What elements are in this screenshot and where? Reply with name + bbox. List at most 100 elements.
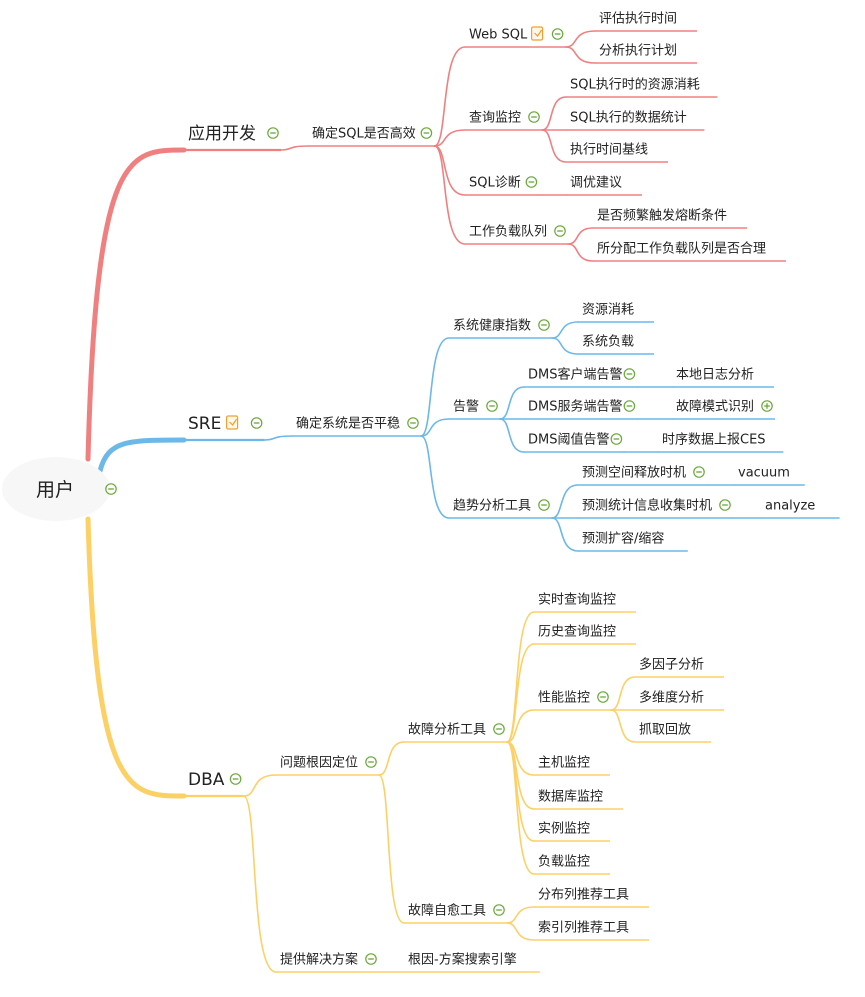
node-label: 历史查询监控 — [538, 625, 616, 640]
collapse-toggle[interactable] — [719, 499, 731, 511]
topic-node[interactable]: 分布列推荐工具 — [538, 888, 629, 903]
node-label: analyze — [765, 499, 815, 514]
topic-node[interactable]: vacuum — [738, 466, 790, 481]
root-collapse-toggle[interactable] — [105, 483, 117, 495]
collapse-toggle[interactable] — [623, 400, 636, 412]
node-label: 故障自愈工具 — [408, 904, 486, 919]
collapse-toggle[interactable] — [554, 225, 566, 237]
topic-node[interactable]: 故障自愈工具 — [408, 904, 486, 919]
topic-node[interactable]: 确定SQL是否高效 — [312, 126, 416, 142]
collapse-toggle[interactable] — [693, 466, 705, 478]
topic-node[interactable]: 预测统计信息收集时机 — [582, 498, 712, 514]
connector-line — [280, 145, 309, 151]
topic-node[interactable]: 工作负载队列 — [469, 225, 547, 240]
topic-node[interactable]: 本地日志分析 — [676, 368, 754, 383]
node-label: 故障模式识别 — [676, 400, 754, 415]
topic-node[interactable]: 故障模式识别 — [676, 400, 754, 415]
topic-node[interactable]: 系统健康指数 — [453, 318, 531, 334]
collapse-toggle[interactable] — [407, 417, 419, 429]
node-label: Web SQL — [469, 28, 528, 43]
collapse-toggle[interactable] — [528, 111, 540, 123]
topic-node[interactable]: DMS客户端告警 — [528, 367, 622, 383]
note-icon[interactable] — [226, 415, 239, 430]
collapse-toggle[interactable] — [267, 127, 279, 139]
topic-node[interactable]: DMS阈值告警 — [528, 432, 609, 448]
topic-node[interactable]: 实时查询监控 — [538, 593, 616, 608]
connector-line — [564, 30, 596, 48]
node-label: 确定SQL是否高效 — [312, 126, 416, 142]
topic-node[interactable]: 调优建议 — [570, 176, 622, 191]
collapse-toggle[interactable] — [250, 417, 263, 429]
topic-node[interactable]: 抓取回放 — [639, 723, 691, 738]
topic-node[interactable]: 提供解决方案 — [280, 952, 358, 968]
collapse-toggle[interactable] — [229, 773, 242, 785]
collapse-toggle[interactable] — [597, 691, 609, 703]
node-label: 查询监控 — [469, 111, 521, 126]
node-label: 资源消耗 — [582, 303, 634, 318]
topic-node[interactable]: 负载监控 — [538, 855, 590, 870]
topic-node[interactable]: 故障分析工具 — [408, 723, 486, 738]
topic-node[interactable]: 是否频繁触发熔断条件 — [597, 208, 727, 224]
topic-node[interactable]: SQL诊断 — [469, 176, 521, 191]
node-label: 系统健康指数 — [453, 318, 531, 334]
node-label: 告警 — [453, 399, 479, 415]
branch-node[interactable]: DBA — [188, 770, 225, 790]
branch-node[interactable]: SRE — [188, 414, 221, 434]
node-label: DMS阈值告警 — [528, 432, 609, 448]
expand-toggle[interactable] — [761, 400, 773, 412]
collapse-toggle[interactable] — [623, 368, 636, 380]
node-label: DBA — [188, 770, 225, 790]
collapse-toggle[interactable] — [493, 723, 505, 735]
topic-node[interactable]: analyze — [765, 499, 815, 514]
topic-node[interactable]: 分析执行计划 — [599, 44, 677, 59]
node-label: 分析执行计划 — [599, 44, 677, 59]
topic-node[interactable]: 预测扩容/缩容 — [582, 531, 664, 547]
topic-node[interactable]: 所分配工作负载队列是否合理 — [597, 242, 766, 257]
topic-node[interactable]: SQL执行的数据统计 — [570, 110, 687, 126]
root-node[interactable]: 用户 — [2, 457, 110, 521]
topic-node[interactable]: SQL执行时的资源消耗 — [570, 77, 700, 93]
collapse-toggle[interactable] — [420, 127, 433, 139]
topic-node[interactable]: 告警 — [453, 399, 479, 415]
collapse-toggle[interactable] — [486, 400, 498, 412]
note-icon[interactable] — [530, 26, 544, 41]
topic-node[interactable]: 确定系统是否平稳 — [296, 416, 400, 432]
node-label: 评估执行时间 — [599, 12, 677, 27]
topic-node[interactable]: 评估执行时间 — [599, 12, 677, 27]
topic-node[interactable]: 根因-方案搜索引擎 — [408, 952, 517, 968]
topic-node[interactable]: 时序数据上报CES — [662, 433, 766, 448]
collapse-toggle[interactable] — [493, 904, 505, 916]
topic-node[interactable]: DMS服务端告警 — [528, 399, 622, 415]
topic-node[interactable]: 历史查询监控 — [538, 625, 616, 640]
collapse-toggle[interactable] — [538, 499, 550, 511]
collapse-toggle[interactable] — [525, 176, 538, 188]
node-label: SQL执行时的资源消耗 — [570, 77, 700, 93]
topic-node[interactable]: 查询监控 — [469, 111, 521, 126]
collapse-toggle[interactable] — [538, 319, 550, 331]
topic-node[interactable]: 实例监控 — [538, 822, 590, 837]
topic-node[interactable]: 主机监控 — [538, 756, 590, 771]
collapse-toggle[interactable] — [610, 433, 623, 445]
topic-node[interactable]: 问题根因定位 — [280, 756, 358, 771]
topic-node[interactable]: 资源消耗 — [582, 303, 634, 318]
topic-node[interactable]: 系统负载 — [582, 335, 634, 350]
branch-node[interactable]: 应用开发 — [188, 124, 256, 144]
node-label: 应用开发 — [188, 124, 256, 144]
node-label: 问题根因定位 — [280, 756, 358, 771]
topic-node[interactable]: 数据库监控 — [538, 789, 603, 805]
topic-node[interactable]: Web SQL — [469, 28, 528, 43]
collapse-toggle[interactable] — [551, 28, 564, 40]
collapse-toggle[interactable] — [365, 953, 377, 965]
topic-node[interactable]: 趋势分析工具 — [453, 498, 531, 514]
node-label: 是否频繁触发熔断条件 — [597, 208, 727, 224]
node-label: 数据库监控 — [538, 789, 603, 805]
topic-node[interactable]: 索引列推荐工具 — [538, 921, 629, 936]
topic-node[interactable]: 多因子分析 — [639, 657, 704, 673]
topic-node[interactable]: 执行时间基线 — [570, 143, 648, 158]
collapse-toggle[interactable] — [365, 756, 377, 768]
topic-node[interactable]: 预测空间释放时机 — [582, 466, 686, 481]
topic-node[interactable]: 性能监控 — [538, 691, 590, 706]
root-connector — [85, 516, 187, 799]
topic-node[interactable]: 多维度分析 — [639, 690, 704, 706]
